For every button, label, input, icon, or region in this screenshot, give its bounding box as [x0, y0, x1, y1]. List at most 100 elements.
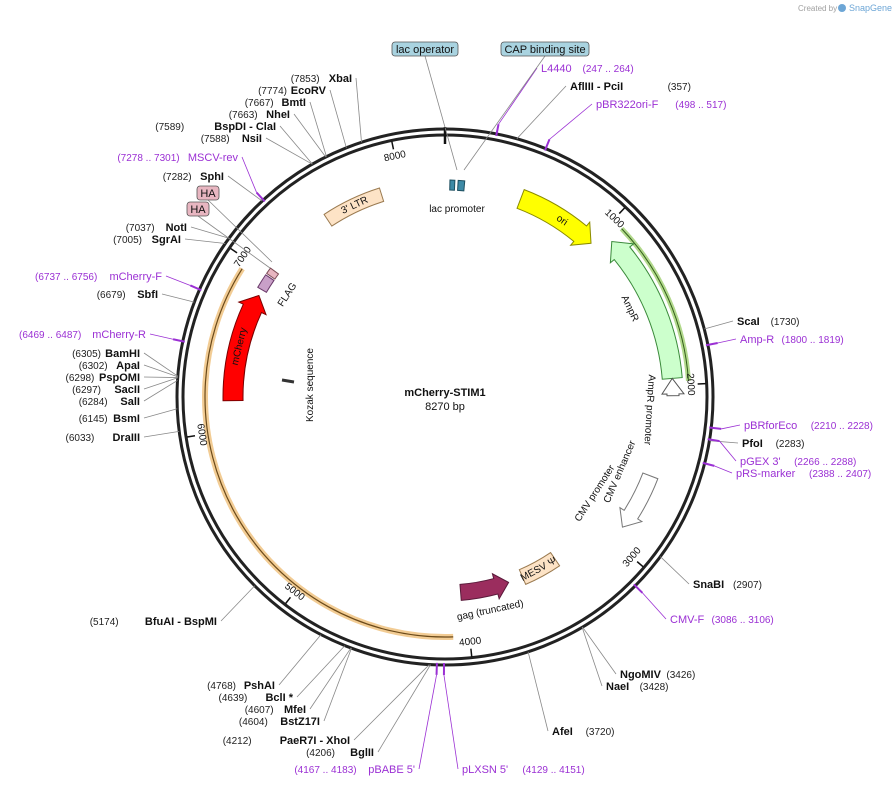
site-name: NaeI	[606, 681, 629, 693]
site-position: (7589)	[155, 122, 184, 133]
leaders-layer	[143, 55, 741, 770]
site-leader-line	[309, 101, 327, 157]
site-position: (4639)	[218, 693, 247, 704]
mesv-psi-feature	[518, 551, 561, 586]
site-name: BmtI	[282, 97, 306, 109]
primer-name: pBR322ori-F	[596, 99, 659, 111]
primer-name: Amp-R	[740, 334, 774, 346]
site-position: (7667)	[245, 98, 274, 109]
site-position: (6679)	[97, 290, 126, 301]
flag-feature	[257, 274, 275, 294]
site-position: (7037)	[126, 223, 155, 234]
site-leader-line	[309, 647, 352, 710]
orf-layer	[202, 226, 691, 640]
primer-range: (2388 .. 2407)	[809, 469, 871, 480]
site-name: BglII	[350, 747, 374, 759]
primer-mark	[707, 438, 720, 443]
site-position: (7774)	[258, 86, 287, 97]
gag-feature	[459, 572, 510, 601]
site-leader-line	[190, 226, 230, 239]
site-position: (6302)	[79, 361, 108, 372]
site-name: AfeI	[552, 726, 573, 738]
tick-mark	[284, 596, 292, 605]
mcherry-orf-line	[204, 268, 454, 638]
branding: Created by SnapGene	[798, 3, 892, 13]
lac-promoter-label: lac promoter	[429, 204, 485, 215]
site-leader-line	[527, 651, 549, 732]
site-name: DraIII	[112, 432, 140, 444]
site-leader-line	[143, 364, 178, 378]
lac-box	[391, 41, 459, 57]
site-name: NheI	[266, 109, 290, 121]
ampr-promoter-feature	[661, 377, 685, 397]
site-position: (4206)	[306, 748, 335, 759]
site-name: SphI	[200, 171, 224, 183]
site-position: (3720)	[586, 727, 615, 738]
site-position: (2283)	[776, 439, 805, 450]
site-leader-line	[323, 648, 352, 722]
site-name: BfuAI - BspMI	[145, 616, 217, 628]
primer-name: pBRforEco	[744, 420, 797, 432]
ha-box	[186, 201, 210, 217]
site-leader-line	[161, 293, 195, 303]
tick-label: 3000	[621, 545, 644, 569]
site-name: BspDI - ClaI	[214, 121, 276, 133]
ampr-feature	[609, 240, 683, 380]
primer-leader-line	[719, 440, 737, 462]
site-name: MfeI	[284, 704, 306, 716]
primer-leader-line	[241, 156, 257, 193]
site-position: (6284)	[79, 397, 108, 408]
box-label: HA	[190, 204, 206, 216]
site-name: BsmI	[113, 413, 140, 425]
ori-feature	[516, 188, 592, 246]
primer-mark	[172, 338, 186, 343]
site-name: NsiI	[242, 133, 262, 145]
primer-leader-line	[149, 333, 174, 340]
primer-leader-line	[498, 67, 538, 125]
snapgene-logo-icon	[838, 4, 846, 12]
primer-range: (4167 .. 4183)	[294, 765, 356, 776]
site-name: SbfI	[137, 289, 158, 301]
primer-range: (7278 .. 7301)	[117, 153, 179, 164]
tick-mark	[618, 207, 626, 215]
site-position: (7663)	[229, 110, 258, 121]
primer-name: L4440	[541, 63, 572, 75]
site-position: (4212)	[223, 736, 252, 747]
site-position: (6298)	[65, 373, 94, 384]
box-leader-line	[463, 55, 546, 171]
box-leader-line	[424, 55, 458, 171]
site-leader-line	[184, 238, 226, 244]
site-leader-line	[278, 634, 322, 686]
labels-layer: AflIII - PciI(357)ScaI(1730)PfoI(2283)Sn…	[19, 41, 873, 776]
site-leader-line	[143, 380, 178, 402]
primer-range: (3086 .. 3106)	[712, 615, 774, 626]
tick-mark	[230, 247, 238, 254]
ha-feature-1	[265, 267, 280, 280]
plasmid-size: 8270 bp	[425, 401, 465, 413]
site-position: (7282)	[163, 172, 192, 183]
ampr-orf-line	[621, 228, 689, 381]
tick-label: 8000	[383, 149, 407, 164]
site-position: (1730)	[771, 317, 800, 328]
primer-mark	[702, 461, 715, 467]
box-leader-line	[207, 199, 273, 263]
gag-label: gag (truncated)	[456, 598, 525, 623]
primer-name: pRS-marker	[736, 468, 796, 480]
site-leader-line	[143, 352, 179, 377]
site-leader-line	[377, 664, 431, 753]
tick-label: 2000	[684, 373, 696, 396]
site-leader-line	[329, 89, 347, 148]
site-leader-line	[143, 431, 180, 438]
site-position: (2907)	[733, 580, 762, 591]
site-name: PspOMI	[99, 372, 140, 384]
site-name: BamHI	[105, 348, 140, 360]
site-name: XbaI	[329, 73, 352, 85]
lac-promoter-feature	[457, 179, 466, 192]
primer-range: (1800 .. 1819)	[782, 335, 844, 346]
primer-name: pBABE 5'	[368, 764, 415, 776]
site-leader-line	[355, 77, 362, 143]
site-position: (6297)	[72, 385, 101, 396]
site-position: (6305)	[72, 349, 101, 360]
site-leader-line	[353, 664, 430, 741]
kozak-label: Kozak sequence	[305, 348, 316, 422]
